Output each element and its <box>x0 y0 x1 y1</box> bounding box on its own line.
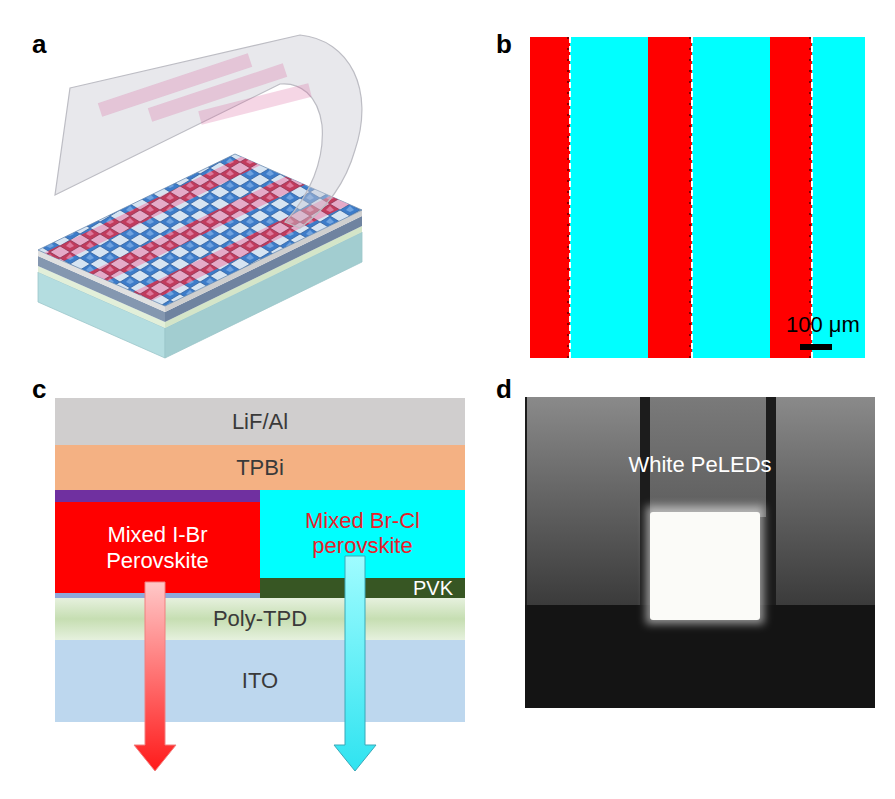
electrode-stripe <box>527 397 640 607</box>
light-glow <box>646 506 764 624</box>
layer-box: ITO <box>55 640 465 722</box>
red-stripe <box>530 37 570 358</box>
layer-box: LiF/Al <box>55 398 465 445</box>
layer-box: Mixed I-Br Perovskite <box>55 502 260 593</box>
layer-label: PVK <box>413 578 453 598</box>
layer-label: Mixed Br-Cl perovskite <box>293 508 433 559</box>
film-stripe <box>100 60 310 118</box>
layer-label: Poly-TPD <box>213 606 307 631</box>
panel-letter: d <box>496 375 526 405</box>
layer-box: TPBi <box>55 445 465 490</box>
scale-label: 100 μm <box>786 312 864 337</box>
scale-bar <box>800 344 832 350</box>
layer-label: LiF/Al <box>232 409 288 434</box>
red-emission-arrow <box>134 582 176 771</box>
layer-label: Mixed I-Br Perovskite <box>90 522 225 573</box>
cyan-stripe <box>570 37 648 358</box>
layer-box: Mixed Br-Cl perovskite <box>260 490 465 578</box>
peeling-film <box>55 35 362 228</box>
photo-ground <box>525 397 875 708</box>
device-photo <box>525 397 875 708</box>
interlayer-strip <box>55 490 260 502</box>
panel-letter: b <box>496 30 526 60</box>
panel-letter: c <box>32 375 62 405</box>
stripe-edge <box>570 37 812 358</box>
red-stripe <box>770 37 812 358</box>
photo-label: White PeLEDs <box>590 452 810 477</box>
layer-label: ITO <box>242 668 278 693</box>
layer-box: Poly-TPD <box>55 598 465 640</box>
stripe-edge <box>568 37 810 358</box>
layer-box: PVK <box>260 578 465 598</box>
panel-letter: a <box>32 30 62 60</box>
red-stripe <box>648 37 692 358</box>
cyan-stripe <box>812 37 865 358</box>
cyan-stripe <box>692 37 770 358</box>
cyan-emission-arrow <box>334 556 376 771</box>
layer-label: TPBi <box>236 455 284 480</box>
emitting-pixel <box>650 512 760 620</box>
electrode-stripe <box>776 397 875 607</box>
stripe-map <box>530 37 865 358</box>
transfer-film <box>55 35 362 228</box>
